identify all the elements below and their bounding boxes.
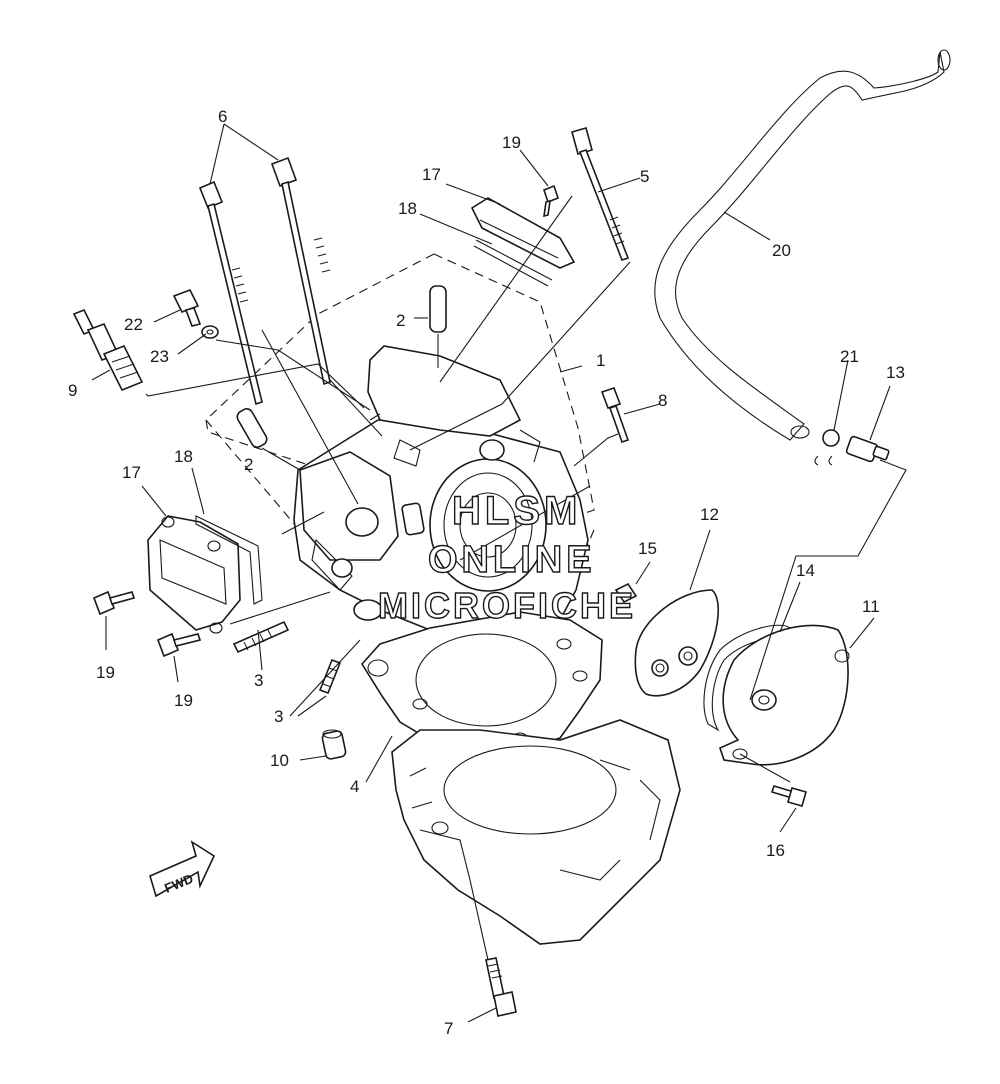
part-label-19-bottom: 19 xyxy=(174,691,193,710)
part-label-19-top: 19 xyxy=(502,133,521,152)
part-label-16: 16 xyxy=(766,841,785,860)
part-label-4: 4 xyxy=(350,777,359,796)
part-label-1: 1 xyxy=(596,351,605,370)
dowel-pin-upper xyxy=(429,285,447,333)
leader-lines xyxy=(91,123,907,1023)
part-number-labels: 6 19 17 5 18 20 22 2 23 1 9 21 13 8 2 17… xyxy=(68,107,905,1038)
part-label-5: 5 xyxy=(640,167,649,186)
breather-hose xyxy=(654,49,951,441)
cylinder-block xyxy=(391,719,681,945)
part-label-17-top: 17 xyxy=(422,165,441,184)
part-label-22: 22 xyxy=(124,315,143,334)
part-label-21: 21 xyxy=(840,347,859,366)
plate-screw xyxy=(614,582,638,604)
watermark-line-2: ONLINE xyxy=(428,539,596,581)
part-label-2-left: 2 xyxy=(244,455,253,474)
part-label-9: 9 xyxy=(68,381,77,400)
head-bolt-left xyxy=(198,180,263,406)
part-label-14: 14 xyxy=(796,561,815,580)
part-label-12: 12 xyxy=(700,505,719,524)
part-label-13: 13 xyxy=(886,363,905,382)
cylinder-head xyxy=(293,345,589,641)
part-label-19-left: 19 xyxy=(96,663,115,682)
forward-direction-arrow: FWD xyxy=(149,840,216,898)
part-label-17-left: 17 xyxy=(122,463,141,482)
dowel-pin-left xyxy=(236,408,268,448)
collar-dowel xyxy=(321,729,347,760)
hose-clip xyxy=(814,429,840,466)
cover-bolt-upper xyxy=(543,184,559,218)
valve-cover-upper xyxy=(470,197,576,269)
spark-plug xyxy=(72,308,144,392)
banjo-bolt xyxy=(172,288,202,327)
stud-bolt-horizontal xyxy=(232,620,290,654)
part-label-7: 7 xyxy=(444,1019,453,1038)
hose-fitting xyxy=(845,435,890,463)
cover-bolt-left-lower xyxy=(156,632,202,658)
part-label-23: 23 xyxy=(150,347,169,366)
side-cover-gasket xyxy=(195,515,263,605)
valve-cover-gasket-upper xyxy=(473,239,553,287)
watermark: HLSM ONLINE MICROFICHE xyxy=(377,488,636,626)
part-label-18-top: 18 xyxy=(398,199,417,218)
socket-bolt xyxy=(600,386,630,444)
part-label-8: 8 xyxy=(658,391,667,410)
cover-bolt-left-upper xyxy=(92,590,136,616)
stud-bolt-vertical xyxy=(318,658,342,695)
reed-valve-cover xyxy=(719,624,850,766)
part-label-11: 11 xyxy=(862,597,880,616)
side-cover xyxy=(147,515,241,634)
head-bolt-right xyxy=(270,156,331,386)
reed-plate xyxy=(634,589,719,697)
part-label-18-left: 18 xyxy=(174,447,193,466)
head-bolt-long xyxy=(571,127,630,261)
part-label-6: 6 xyxy=(218,107,227,126)
cylinder-bolt xyxy=(485,957,517,1017)
banjo-washer xyxy=(201,325,219,339)
part-label-2-top: 2 xyxy=(396,311,405,330)
part-label-20: 20 xyxy=(772,241,791,260)
part-label-15: 15 xyxy=(638,539,657,558)
watermark-line-1: HLSM xyxy=(452,489,581,533)
cover-bolt-right xyxy=(770,785,807,807)
part-label-3-lower: 3 xyxy=(274,707,283,726)
part-label-3-middle: 3 xyxy=(254,671,263,690)
part-label-10: 10 xyxy=(270,751,289,770)
cylinder-head-gasket xyxy=(361,611,603,757)
watermark-line-3: MICROFICHE xyxy=(378,585,636,626)
